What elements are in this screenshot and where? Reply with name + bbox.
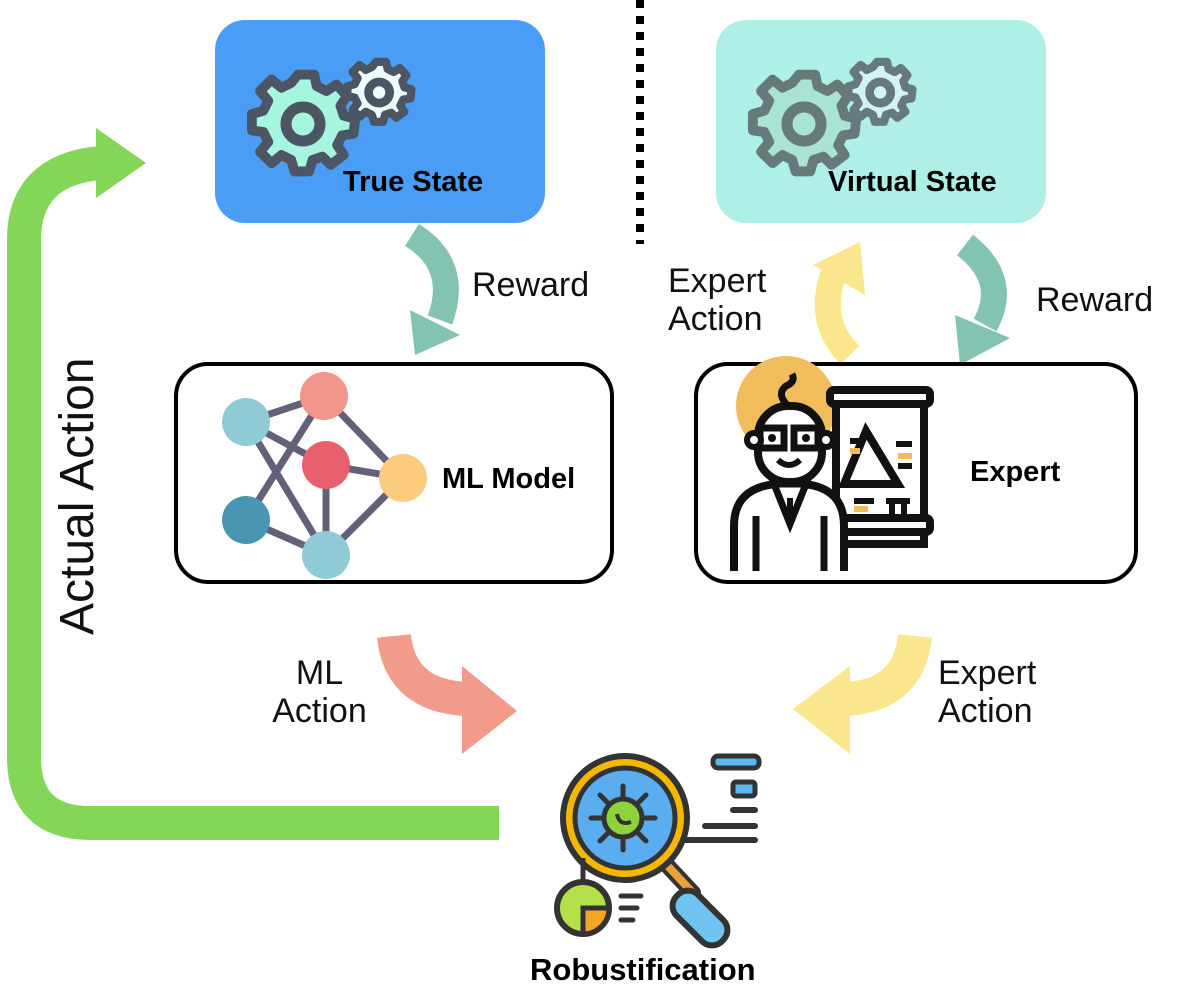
virtual-state-node: Virtual State bbox=[716, 20, 1046, 223]
reward-right-arrow bbox=[955, 234, 1010, 365]
expert-action-bottom-arrow bbox=[793, 633, 932, 754]
nn-node bbox=[222, 398, 270, 446]
reward-left-label: Reward bbox=[472, 266, 590, 304]
dotted-divider bbox=[636, 0, 644, 244]
expert-action-top-label: Expert Action bbox=[668, 262, 766, 338]
ml-model-label: ML Model bbox=[442, 463, 576, 495]
magnifier-virus-icon bbox=[554, 753, 762, 949]
ml-action-line1: ML bbox=[295, 654, 344, 692]
expert-label: Expert bbox=[970, 456, 1061, 488]
ml-model-node: ML Model bbox=[174, 362, 614, 584]
expert-action-up-arrow bbox=[813, 242, 865, 365]
nn-node bbox=[302, 441, 350, 489]
actual-action-arrow bbox=[7, 128, 499, 840]
nn-node bbox=[302, 531, 350, 579]
nn-node bbox=[379, 454, 427, 502]
expert-node: Expert bbox=[694, 356, 1138, 584]
expert-action-top-line2: Action bbox=[668, 300, 763, 338]
gears-icon bbox=[747, 57, 917, 177]
robustification-label: Robustification bbox=[530, 952, 756, 987]
ml-action-line2: Action bbox=[272, 692, 367, 730]
gears-icon bbox=[246, 57, 416, 177]
expert-action-bottom-line1: Expert bbox=[938, 654, 1037, 692]
reward-right-label: Reward bbox=[1036, 281, 1154, 319]
neural-network-icon bbox=[222, 372, 427, 579]
expert-action-bottom-label: Expert Action bbox=[938, 654, 1036, 730]
expert-presenter-icon bbox=[730, 356, 934, 571]
ml-action-label: ML Action bbox=[262, 654, 377, 730]
expert-action-top-line1: Expert bbox=[668, 262, 767, 300]
true-state-label: True State bbox=[343, 166, 484, 198]
reward-left-arrow bbox=[404, 223, 460, 355]
true-state-node: True State bbox=[215, 20, 545, 223]
virtual-state-label: Virtual State bbox=[828, 166, 997, 198]
expert-action-bottom-line2: Action bbox=[938, 692, 1033, 730]
nn-node bbox=[222, 496, 270, 544]
nn-node bbox=[300, 372, 348, 420]
actual-action-label: Actual Action bbox=[51, 357, 104, 636]
ml-action-arrow bbox=[377, 633, 517, 754]
